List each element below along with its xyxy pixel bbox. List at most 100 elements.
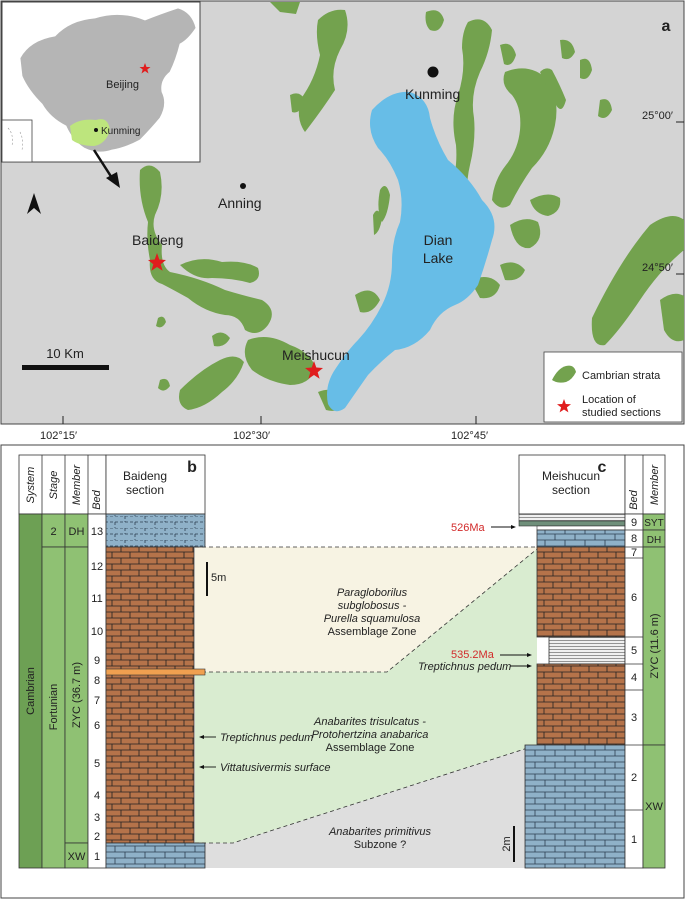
lon-tick-102-30: 102°30′ (233, 430, 270, 442)
meishucun-member-zyc: ZYC (11.6 m) (649, 613, 661, 678)
lon-tick-102-15: 102°15′ (40, 430, 77, 442)
baideng-star (148, 253, 166, 271)
inset-kunming-dot (94, 128, 98, 132)
baideng-scale-label: 5m (211, 572, 226, 584)
anning-label: Anning (218, 195, 262, 211)
legend-strata-swatch (552, 365, 576, 383)
baideng-bed-12: 12 (91, 561, 103, 573)
meishucun-scale-label: 2m (501, 836, 513, 851)
meishucun-star (305, 361, 323, 379)
legend-location-line2: studied sections (582, 407, 661, 419)
kunming-label: Kunming (405, 86, 460, 102)
baideng-vittatusivermis-annotation: Vittatusivermis surface (220, 762, 330, 774)
age-535ma: 535.2Ma (451, 649, 495, 661)
lat-tick-24-50: 24°50′ (642, 262, 673, 274)
baideng-bed-5: 5 (94, 758, 100, 770)
zone-labels: Paragloborilus subglobosus - Purella squ… (312, 587, 432, 851)
map-legend: Cambrian strata Location of studied sect… (543, 351, 683, 423)
baideng-section-title-2: section (126, 483, 164, 497)
panel-b-label: b (187, 459, 197, 476)
meishucun-column: Meishucun section c 2m (501, 454, 626, 869)
system-cambrian-label: Cambrian (25, 667, 37, 715)
meishucun-member-xw: XW (645, 801, 663, 813)
south-china-sea-box (1, 119, 33, 163)
baideng-bed-3: 3 (94, 812, 100, 824)
meishucun-header-member: Member (649, 463, 661, 505)
lon-tick-102-45: 102°45′ (451, 430, 488, 442)
meishucun-treptichnus-annotation: Treptichnus pedum (418, 661, 511, 673)
stage-fortunian-label: Fortunian (48, 684, 60, 730)
zone-upper-line4: Assemblage Zone (328, 626, 417, 638)
inset-pointer-line (92, 149, 114, 179)
inset-beijing-label: Beijing (106, 79, 139, 91)
scalebar (22, 365, 109, 370)
meishucun-label: Meishucun (282, 347, 350, 363)
cambrian-strata-patches (139, 2, 684, 411)
zone-middle-fill (195, 549, 537, 843)
beijing-star (139, 63, 151, 74)
meishucun-bed-4: 4 (631, 672, 637, 684)
inset-map: Beijing Kunming (1, 1, 201, 163)
inset-pointer-arrowhead (106, 172, 120, 188)
baideng-bed-numbers: 13 12 11 10 9 8 7 6 5 4 3 2 1 (91, 526, 103, 863)
inset-kunming-label: Kunming (101, 126, 140, 137)
member-xw-label: XW (68, 851, 86, 863)
kunming-dot (427, 66, 439, 78)
baideng-treptichnus-annotation: Treptichnus pedum (220, 732, 313, 744)
meishucun-header-bed: Bed (628, 489, 640, 509)
baideng-sandstone-beds (105, 546, 195, 844)
meishucun-bed-1: 1 (631, 834, 637, 846)
zone-upper-line1: Paragloborilus (337, 587, 408, 599)
baideng-bed-1: 1 (94, 851, 100, 863)
baideng-bed-8: 8 (94, 675, 100, 687)
meishucun-bed-7: 7 (631, 547, 637, 559)
panel-a-label: a (662, 18, 671, 35)
zone-upper-line2: subglobosus - (338, 600, 407, 612)
lat-tick-25-00: 25°00′ (642, 110, 673, 122)
baideng-bed-13-limestone (105, 513, 206, 548)
meishucun-member-dh: DH (647, 535, 661, 546)
meishucun-bed-8: 8 (631, 533, 637, 545)
baideng-bed-4: 4 (94, 790, 100, 802)
meishucun-bed-8-limestone (536, 529, 626, 548)
meishucun-bed-9-dark (518, 520, 626, 527)
baideng-bed-9: 9 (94, 655, 100, 667)
zone-lower-fill (195, 745, 537, 868)
age-526ma: 526Ma (451, 522, 486, 534)
meishucun-bed-9-top (518, 513, 626, 522)
meishucun-bed-6-7-sandstone (536, 546, 626, 638)
scalebar-label: 10 Km (46, 346, 84, 361)
meishucun-section-title-2: section (552, 483, 590, 497)
zone-upper-line3: Purella squamulosa (324, 613, 421, 625)
member-zyc-label: ZYC (36.7 m) (71, 662, 83, 728)
stage-2-label: 2 (50, 526, 56, 538)
north-arrow-icon (27, 193, 41, 214)
meishucun-member-xw-cell (642, 744, 666, 869)
baideng-bed-1-limestone (105, 842, 206, 869)
meishucun-bed-6: 6 (631, 592, 637, 604)
right-table: Bed Member SYT DH ZYC (11.6 m) XW (624, 454, 666, 869)
legend-cambrian-label: Cambrian strata (582, 370, 661, 382)
anning-dot (240, 183, 246, 189)
legend-star-icon (557, 399, 571, 413)
meishucun-bed-9: 9 (631, 517, 637, 529)
meishucun-bed-2: 2 (631, 772, 637, 784)
baideng-bed-10: 10 (91, 626, 103, 638)
header-member: Member (71, 463, 83, 505)
baideng-bed-13: 13 (91, 526, 103, 538)
baideng-bed-7: 7 (94, 695, 100, 707)
baideng-section-title-1: Baideng (123, 469, 167, 483)
meishucun-bed-3-4-sandstone (536, 663, 626, 746)
panel-c-label: c (598, 459, 607, 476)
meishucun-bed-1-2-limestone (524, 744, 626, 869)
baideng-column: Baideng section b 5m (105, 454, 226, 869)
legend-location-line1: Location of (582, 394, 637, 406)
header-bed: Bed (91, 489, 103, 509)
meishucun-bed-5: 5 (631, 645, 637, 657)
zone-middle-line3: Assemblage Zone (326, 742, 415, 754)
lake-label-line2: Lake (423, 250, 454, 266)
baideng-orange-marker-bed (105, 668, 206, 676)
member-dh-label: DH (69, 526, 85, 538)
baideng-bed-6: 6 (94, 720, 100, 732)
